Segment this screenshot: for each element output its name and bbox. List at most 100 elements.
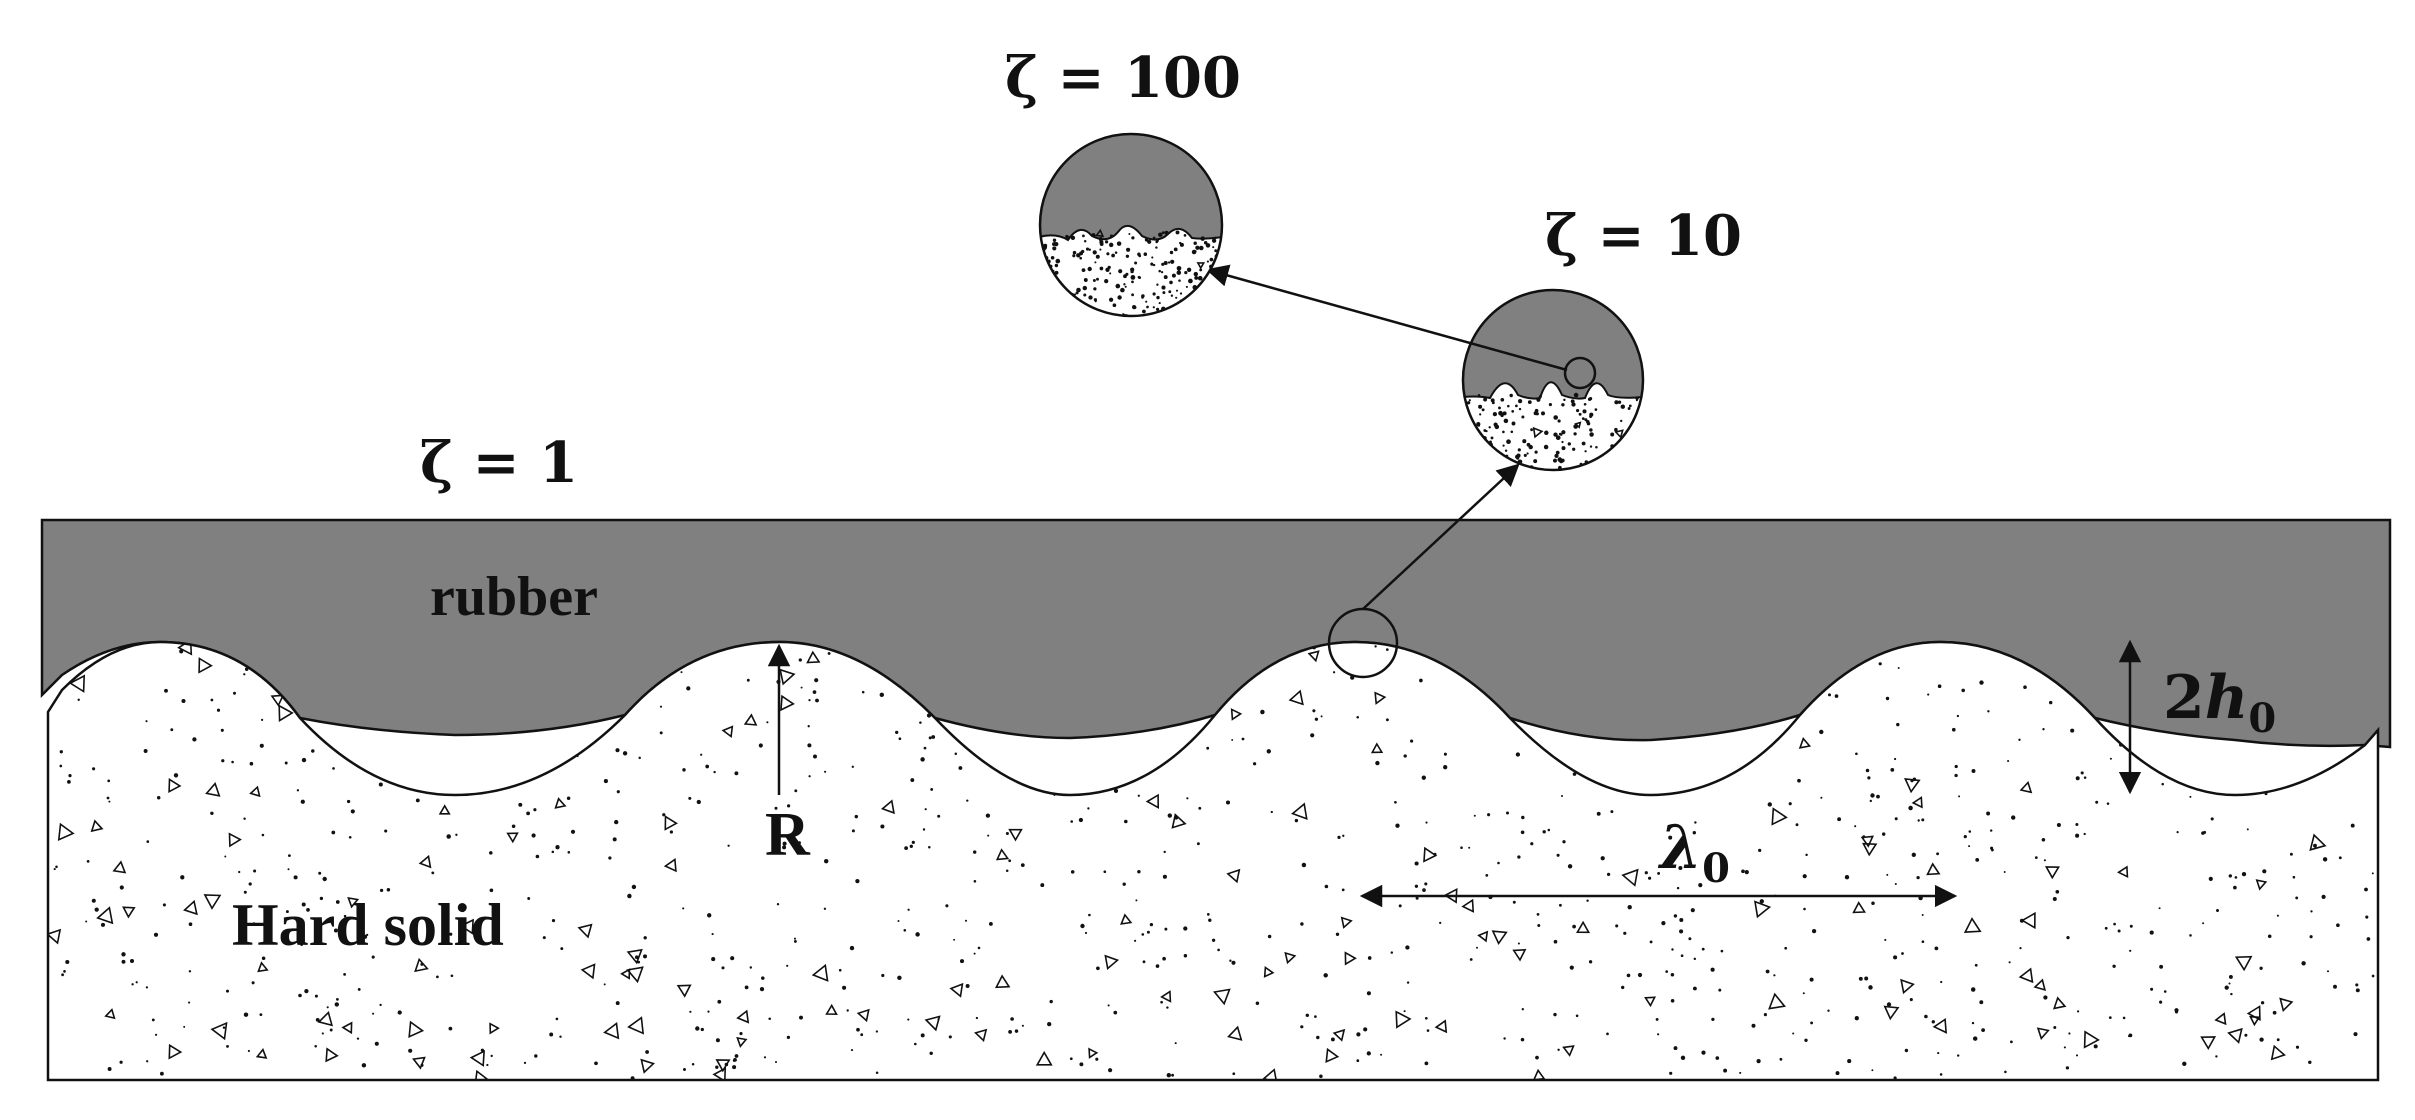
speckle-dot — [1503, 1037, 1506, 1040]
grain-triangle — [2270, 1044, 2286, 1061]
speckle-dot — [2093, 1044, 2098, 1049]
speckle-dot — [1125, 272, 1129, 276]
speckle-dot — [1063, 312, 1066, 316]
speckle-dot — [1421, 775, 1426, 780]
speckle-dot — [1615, 449, 1620, 454]
speckle-dot — [590, 729, 595, 734]
speckle-dot — [318, 871, 322, 875]
speckle-dot — [1502, 411, 1507, 416]
speckle-dot — [815, 698, 819, 703]
speckle-dot — [1078, 817, 1084, 823]
speckle-dot — [1118, 269, 1123, 274]
speckle-dot — [744, 985, 749, 990]
speckle-dot — [1534, 408, 1539, 413]
speckle-dot — [1614, 400, 1619, 405]
speckle-dot — [1582, 409, 1587, 414]
speckle-dot — [1921, 940, 1925, 944]
speckle-dot — [1502, 430, 1505, 434]
speckle-dot — [2215, 1055, 2218, 1058]
speckle-dot — [1498, 406, 1501, 410]
speckle-dot — [1864, 976, 1869, 981]
speckle-dot — [518, 802, 523, 807]
speckle-dot — [800, 686, 803, 689]
speckle-dot — [1155, 240, 1158, 244]
speckle-dot — [920, 1033, 925, 1038]
speckle-dot — [1549, 477, 1551, 479]
speckle-dot — [173, 773, 179, 778]
speckle-dot — [1196, 842, 1200, 846]
speckle-dot — [1627, 407, 1631, 410]
speckle-dot — [1557, 1048, 1560, 1052]
speckle-dot — [2041, 838, 2046, 842]
speckle-dot — [1267, 934, 1272, 939]
speckle-dot — [2259, 966, 2263, 970]
speckle-dot — [1492, 411, 1498, 417]
speckle-dot — [1182, 317, 1186, 321]
speckle-dot — [100, 922, 106, 927]
grain-triangle — [1621, 868, 1639, 887]
speckle-dot — [1809, 977, 1814, 982]
speckle-dot — [911, 840, 915, 845]
speckle-dot — [2234, 876, 2238, 879]
speckle-dot — [1537, 924, 1541, 927]
speckle-dot — [154, 1033, 158, 1036]
speckle-dot — [1008, 1030, 1012, 1034]
speckle-dot — [1175, 230, 1180, 235]
speckle-dot — [1079, 256, 1083, 260]
speckle-dot — [1169, 250, 1174, 255]
grain-triangle — [1088, 1047, 1099, 1059]
speckle-dot — [1167, 261, 1171, 264]
speckle-dot — [954, 752, 958, 755]
speckle-dot — [2308, 1060, 2312, 1065]
speckle-dot — [1425, 821, 1428, 824]
speckle-dot — [2371, 872, 2374, 875]
speckle-dot — [314, 994, 318, 998]
speckle-dot — [300, 943, 303, 946]
speckle-dot — [1834, 694, 1839, 698]
speckle-dot — [1082, 285, 1088, 291]
speckle-dot — [1870, 793, 1875, 798]
speckle-dot — [1150, 262, 1154, 266]
speckle-dot — [1116, 241, 1122, 246]
speckle-dot — [261, 833, 265, 837]
speckle-dot — [1554, 453, 1559, 458]
speckle-dot — [566, 796, 571, 801]
speckle-dot — [1792, 1032, 1795, 1035]
speckle-dot — [2056, 822, 2061, 828]
speckle-dot — [1040, 883, 1045, 888]
zeta-10-label: ζ = 10 — [1545, 203, 1742, 269]
speckle-dot — [1521, 815, 1525, 820]
speckle-dot — [1573, 432, 1577, 436]
speckle-dot — [1476, 946, 1478, 949]
speckle-dot — [1134, 261, 1138, 265]
speckle-dot — [987, 834, 990, 837]
speckle-dot — [1484, 466, 1488, 470]
grain-triangle — [1162, 308, 1170, 316]
speckle-dot — [1565, 481, 1570, 486]
speckle-dot — [700, 753, 703, 756]
speckle-dot — [2077, 1010, 2080, 1013]
speckle-dot — [1485, 874, 1489, 877]
speckle-dot — [919, 721, 922, 724]
speckle-dot — [988, 921, 993, 926]
speckle-dot — [1927, 693, 1930, 696]
speckle-dot — [973, 952, 976, 955]
speckle-dot — [1937, 684, 1942, 689]
speckle-dot — [1602, 747, 1605, 751]
speckle-dot — [1130, 269, 1134, 274]
grain-triangle — [1344, 951, 1357, 966]
speckle-dot — [1573, 392, 1579, 398]
zoom-arrow-1 — [1362, 463, 1520, 610]
speckle-dot — [1205, 243, 1211, 248]
speckle-dot — [1201, 283, 1206, 288]
speckle-dot — [631, 884, 637, 890]
speckle-dot — [1375, 760, 1380, 766]
speckle-dot — [1530, 842, 1534, 846]
speckle-dot — [1095, 254, 1100, 259]
speckle-dot — [1668, 835, 1673, 840]
speckle-dot — [1183, 926, 1188, 931]
speckle-dot — [1630, 469, 1635, 470]
grain-triangle — [2238, 760, 2255, 779]
speckle-dot — [854, 814, 859, 819]
grain-triangle — [825, 1003, 838, 1016]
